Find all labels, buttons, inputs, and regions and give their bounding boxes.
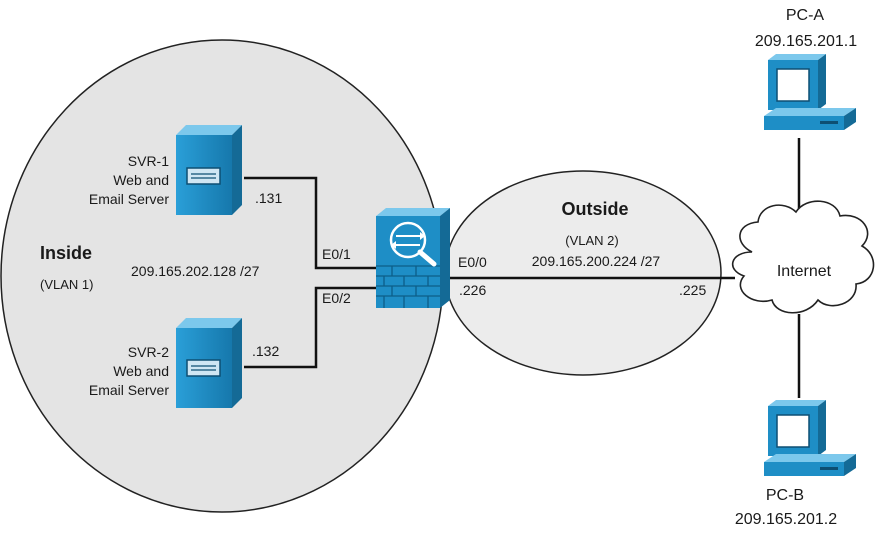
inside-subnet: 209.165.202.128 /27 [131,263,260,279]
outside-vlan: (VLAN 2) [565,233,618,248]
outside-subnet: 209.165.200.224 /27 [532,253,661,269]
server-icon [176,318,242,408]
fw-outside-host: .226 [459,282,486,298]
pc-a-name: PC-A [786,7,825,24]
svr2-desc-line2: Web and [113,363,169,379]
interface-e0-0: E0/0 [458,254,487,270]
inside-title: Inside [40,243,92,263]
svr1-host: .131 [255,190,282,206]
svr1-desc-line2: Web and [113,172,169,188]
pc-icon [764,400,856,476]
svr1-name: SVR-1 [128,153,169,169]
link-svr1-fw [244,176,378,270]
outside-title: Outside [561,199,628,219]
internet-side-host: .225 [679,282,706,298]
interface-e0-2: E0/2 [322,290,351,306]
internet-label: Internet [777,263,832,280]
svr2-host: .132 [252,343,279,359]
inside-vlan: (VLAN 1) [40,277,93,292]
pc-icon [764,54,856,130]
link-svr2-fw [244,286,378,369]
pc-b-name: PC-B [766,487,804,504]
pc-a-ip: 209.165.201.1 [755,33,857,50]
cloud-icon [732,200,875,314]
svr2-name: SVR-2 [128,344,169,360]
svr2-desc-line3: Email Server [89,382,169,398]
firewall-icon [376,208,450,308]
svr1-desc-line3: Email Server [89,191,169,207]
server-icon [176,125,242,215]
interface-e0-1: E0/1 [322,246,351,262]
pc-b-ip: 209.165.201.2 [735,511,837,528]
